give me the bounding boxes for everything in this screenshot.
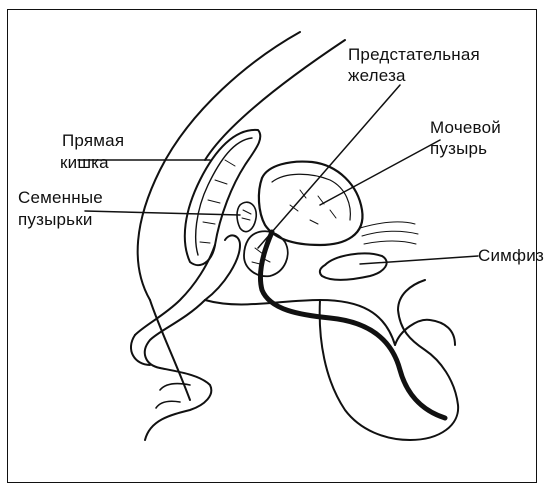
label-prostate-line2: железа	[348, 66, 406, 86]
label-bladder-line2: пузырь	[430, 139, 487, 159]
leader-symphysis	[360, 256, 478, 264]
label-symphysis: Симфиз	[478, 246, 544, 266]
label-rectum-line1: Прямая	[62, 131, 124, 151]
symphysis-bone	[320, 253, 387, 279]
leader-seminal	[85, 211, 240, 215]
label-prostate-line1: Предстательная	[348, 45, 480, 65]
seminal-vesicles	[237, 202, 256, 231]
label-seminal-line2: пузырьки	[18, 210, 93, 230]
label-rectum-line2: кишка	[60, 153, 109, 173]
rectum	[185, 130, 261, 265]
ligament-fibres	[360, 222, 418, 244]
perineum-contour	[205, 300, 395, 345]
examining-hand	[131, 235, 240, 440]
label-seminal-line1: Семенные	[18, 188, 103, 208]
scrotum-contour	[395, 320, 455, 345]
label-bladder-line1: Мочевой	[430, 118, 501, 138]
